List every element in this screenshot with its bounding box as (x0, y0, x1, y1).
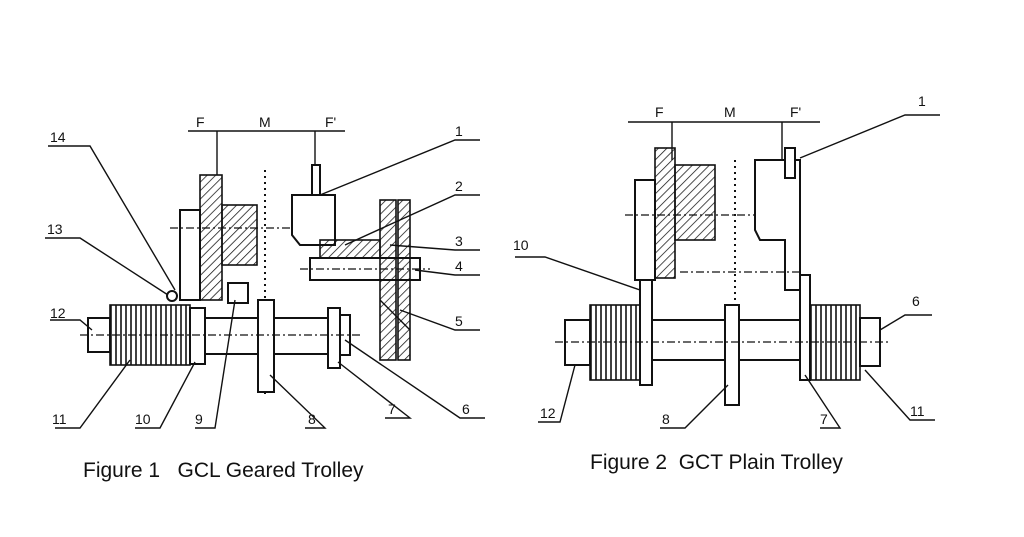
part-number: 1 (918, 93, 926, 109)
part-number: 1 (455, 123, 463, 139)
dim-label-m: M (259, 114, 271, 130)
part-number: 6 (462, 401, 470, 417)
part-number: 3 (455, 233, 463, 249)
part-number: 7 (820, 411, 828, 427)
part-number: 13 (47, 221, 63, 237)
part-number: 8 (308, 411, 316, 427)
dimension-line: F M F' (628, 104, 820, 160)
part-number: 6 (912, 293, 920, 309)
part-number: 14 (50, 129, 66, 145)
wheel (625, 147, 780, 281)
dim-label-f: F (655, 104, 664, 120)
wheel (170, 174, 300, 301)
part-number: 5 (455, 313, 463, 329)
part-number: 7 (388, 401, 396, 417)
part-number: 11 (910, 403, 925, 419)
figure-1-geared-trolley: F M F' (45, 114, 485, 482)
part-number: 12 (540, 405, 556, 421)
leader-lines (515, 114, 940, 429)
dimension-line: F M F' (188, 114, 345, 175)
dim-label-m: M (724, 104, 736, 120)
axle (555, 274, 890, 406)
figure-2-plain-trolley: F M F' (513, 93, 940, 474)
part-number: 10 (135, 411, 151, 427)
axle (80, 282, 360, 393)
part-number: 12 (50, 305, 66, 321)
dim-label-f-prime: F' (325, 114, 336, 130)
part-number: 4 (455, 258, 463, 274)
hand-chain-wheel (379, 199, 411, 361)
dim-label-f-prime: F' (790, 104, 801, 120)
figure-1-caption: Figure 1 GCL Geared Trolley (83, 459, 364, 482)
part-number: 8 (662, 411, 670, 427)
part-number: 10 (513, 237, 529, 253)
part-number: 9 (195, 411, 203, 427)
dim-label-f: F (196, 114, 205, 130)
part-number: 2 (455, 178, 463, 194)
hanger-part-1 (680, 147, 801, 291)
part-number: 11 (52, 411, 67, 427)
leader-lines (45, 139, 485, 429)
figure-2-caption: Figure 2 GCT Plain Trolley (590, 451, 843, 474)
hanger-part-1 (291, 164, 336, 246)
